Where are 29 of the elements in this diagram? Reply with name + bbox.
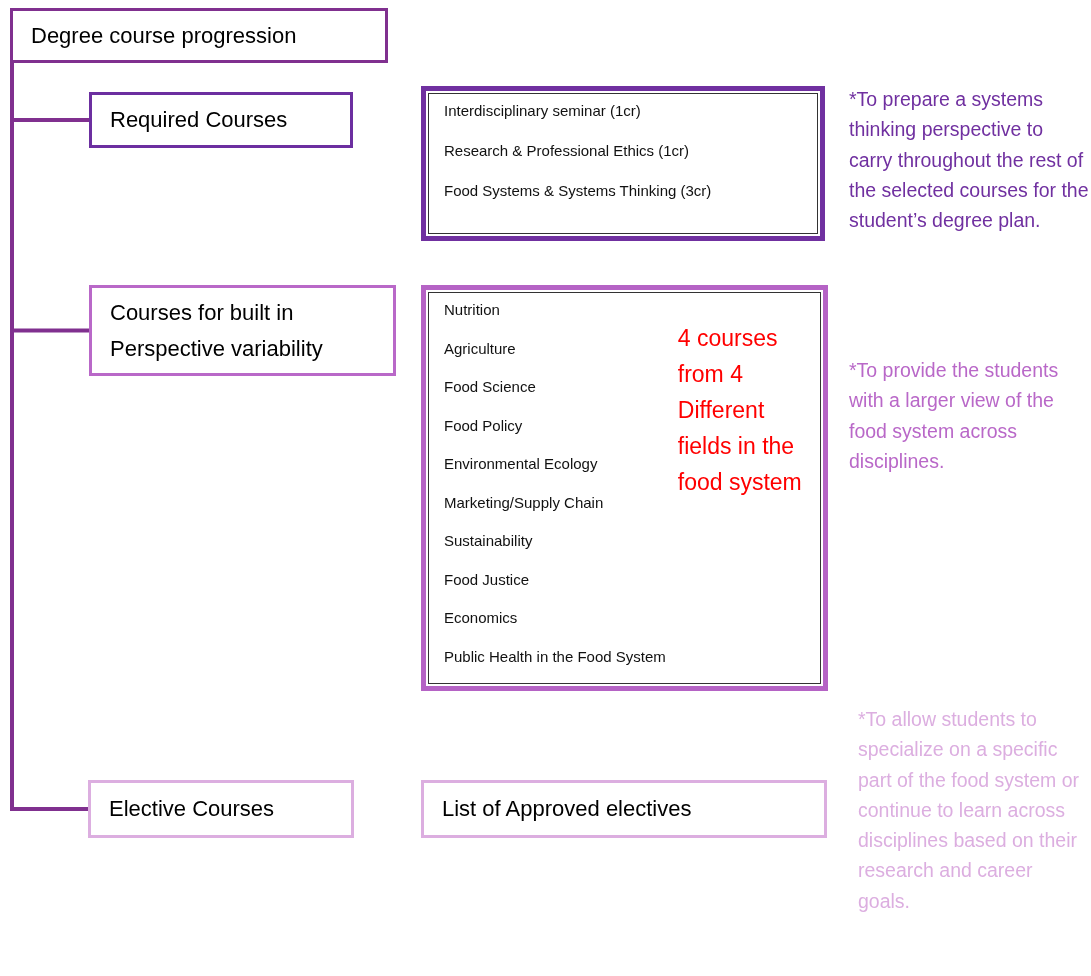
course-item: Environmental Ecology: [444, 454, 599, 474]
category-label: Degree course progression: [31, 21, 297, 50]
course-item: Food Systems & Systems Thinking (3cr): [444, 181, 712, 201]
category-label: Required Courses: [110, 106, 288, 134]
course-list-box: [421, 285, 828, 691]
course-item: Food Science: [444, 377, 537, 397]
course-item: Research & Professional Ethics (1cr): [444, 141, 691, 161]
course-item: Sustainability: [444, 531, 534, 551]
category-box: [10, 8, 388, 63]
course-item: Marketing/Supply Chain: [444, 492, 605, 513]
course-item: Economics: [444, 608, 519, 628]
category-box: [89, 285, 396, 376]
category-label: List of Approved electives: [442, 795, 692, 823]
category-box: [88, 780, 354, 838]
course-item: Nutrition: [444, 300, 501, 320]
course-list-box: [421, 86, 825, 241]
category-label: Elective Courses: [109, 795, 275, 823]
highlight-note: 4 courses from 4 Different fields in the food system: [677, 324, 803, 497]
course-item: Public Health in the Food System: [444, 646, 666, 667]
side-note: *To prepare a systems thinking perspective to carry throughout the rest of the selected courses for the student’s degree plan.: [849, 87, 1089, 234]
course-item: Food Policy: [444, 415, 524, 436]
category-box: [89, 92, 353, 148]
side-note: *To allow students to specialize on a specific part of the food system or continue to learn across disciplines based on their research and career goals.: [858, 707, 1081, 914]
course-item: Agriculture: [444, 338, 517, 359]
category-label: Courses for built in Perspective variability: [110, 298, 324, 363]
course-item: Interdisciplinary seminar (1cr): [444, 101, 642, 121]
side-note: *To provide the students with a larger view of the food system across disciplines.: [849, 358, 1060, 474]
course-item: Food Justice: [444, 569, 531, 590]
category-box: [421, 780, 827, 838]
